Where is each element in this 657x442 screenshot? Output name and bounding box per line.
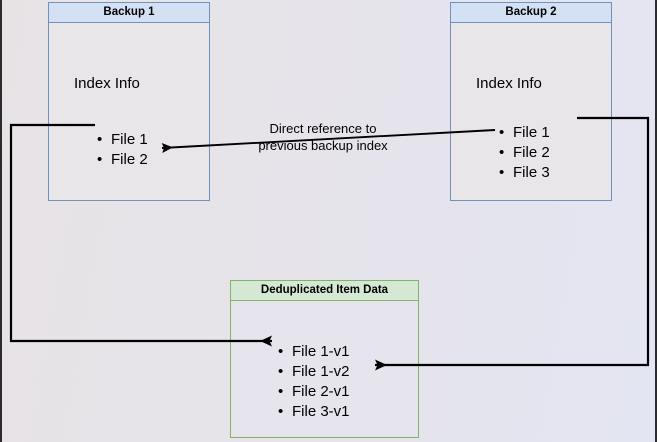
- backup-2-body: Index Info File 1 File 2 File 3: [450, 23, 612, 201]
- list-item: File 2: [499, 143, 550, 163]
- backup-1-file-list: File 1 File 2: [95, 130, 148, 170]
- backup-2-file-list: File 1 File 2 File 3: [497, 123, 550, 183]
- canvas-right-border: [655, 0, 657, 442]
- backup-1-body: Index Info File 1 File 2: [48, 23, 210, 201]
- dedup-title: Deduplicated Item Data: [230, 280, 419, 301]
- direct-reference-annotation: Direct reference to previous backup inde…: [250, 120, 396, 154]
- backup-1-box[interactable]: Backup 1 Index Info File 1 File 2: [48, 2, 210, 201]
- backup-2-title: Backup 2: [450, 2, 612, 23]
- list-item: File 1-v2: [278, 362, 349, 382]
- list-item: File 3-v1: [278, 402, 349, 422]
- canvas-left-border: [0, 0, 2, 442]
- deduplicated-item-data-box[interactable]: Deduplicated Item Data File 1-v1 File 1-…: [230, 280, 419, 438]
- dedup-body: File 1-v1 File 1-v2 File 2-v1 File 3-v1: [230, 301, 419, 438]
- list-item: File 1: [499, 123, 550, 143]
- backup-1-title: Backup 1: [48, 2, 210, 23]
- backup-2-box[interactable]: Backup 2 Index Info File 1 File 2 File 3: [450, 2, 612, 201]
- list-item: File 1-v1: [278, 342, 349, 362]
- annotation-line-2: previous backup index: [258, 138, 388, 153]
- annotation-line-1: Direct reference to: [269, 121, 377, 136]
- list-item: File 1: [97, 130, 148, 150]
- list-item: File 3: [499, 163, 550, 183]
- list-item: File 2: [97, 150, 148, 170]
- list-item: File 2-v1: [278, 382, 349, 402]
- backup-2-index-label: Index Info: [476, 75, 542, 92]
- dedup-item-list: File 1-v1 File 1-v2 File 2-v1 File 3-v1: [276, 342, 349, 422]
- backup-1-index-label: Index Info: [74, 75, 140, 92]
